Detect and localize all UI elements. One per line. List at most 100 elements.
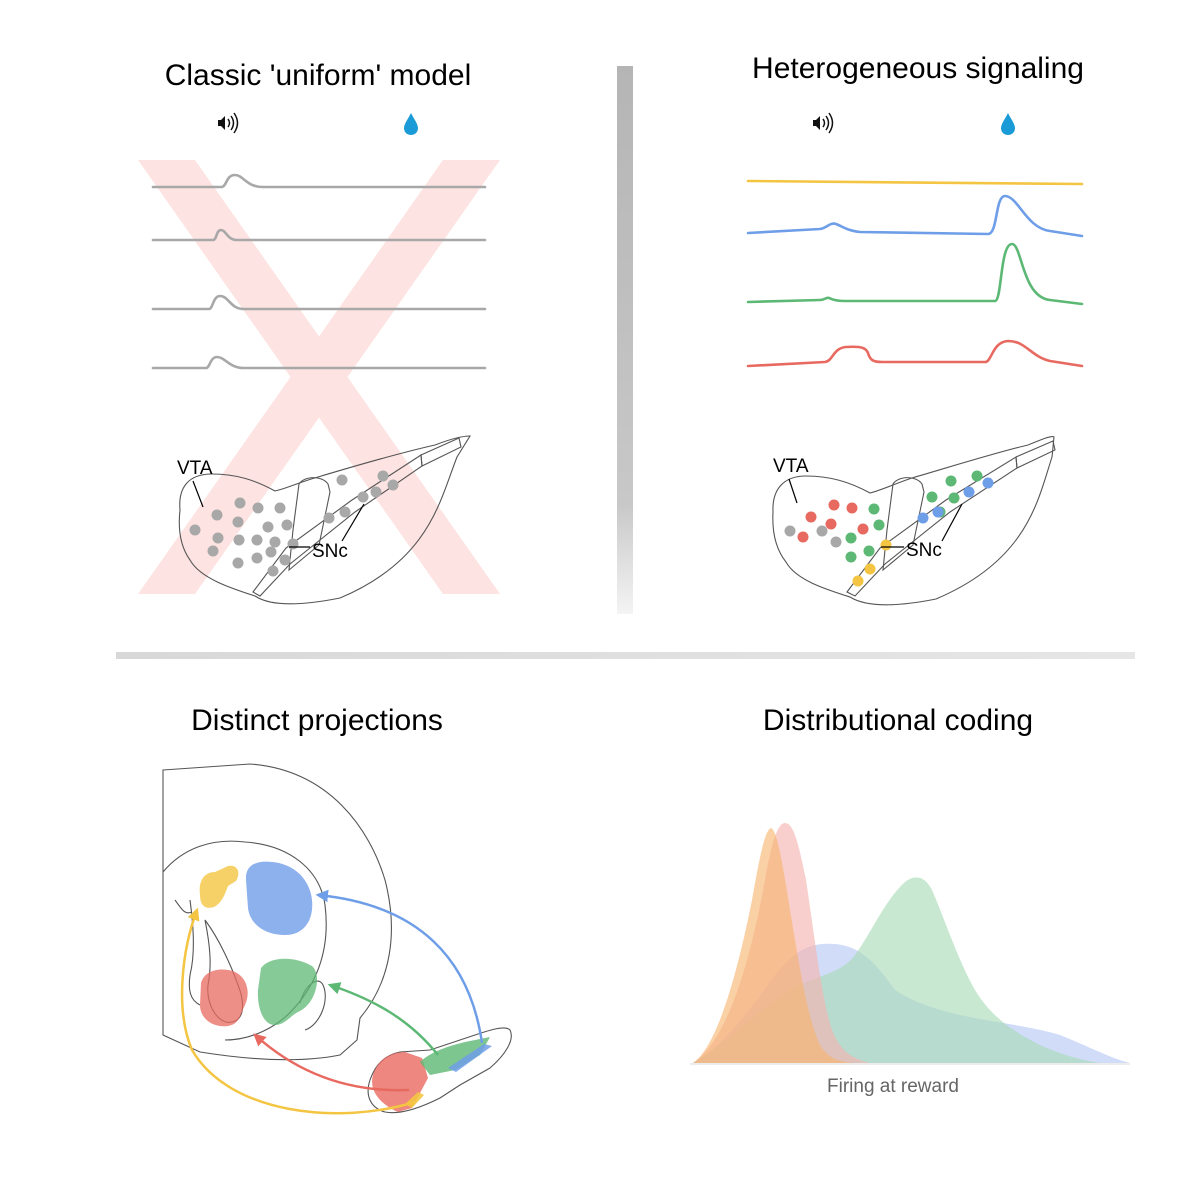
- green-neuron-dot: [845, 551, 857, 563]
- vta-label: VTA: [177, 458, 213, 479]
- heterogeneous-traces: [746, 179, 1084, 368]
- yellow-neuron-dot: [880, 539, 892, 551]
- yellow-neuron-dot: [864, 563, 876, 575]
- red-trace: [746, 339, 1084, 368]
- red-neuron-dot: [805, 511, 817, 523]
- green-neuron-dot: [873, 519, 885, 531]
- panel-heterogeneous: Heterogeneous signaling: [746, 52, 1084, 606]
- green-target-region: [257, 958, 318, 1025]
- neuron-dot: [279, 554, 291, 566]
- green-neuron-dot: [845, 532, 857, 544]
- green-neuron-dot: [948, 492, 960, 504]
- speaker-icon: [812, 112, 834, 134]
- yellow-projection-arrow: [180, 907, 416, 1115]
- vta-pointer: [192, 480, 204, 508]
- uniform-traces: [151, 173, 487, 370]
- blue-neuron-dot: [963, 486, 975, 498]
- horizontal-divider: [116, 652, 1135, 659]
- vta-pointer: [788, 478, 798, 504]
- water-drop-icon: [1001, 113, 1015, 135]
- uniform-trace: [151, 173, 487, 189]
- red-neuron-dot: [825, 518, 837, 530]
- neuron-dot: [387, 479, 399, 491]
- neuron-dot: [211, 509, 223, 521]
- vta-label: VTA: [773, 456, 809, 477]
- heterogeneous-title: Heterogeneous signaling: [752, 52, 1084, 85]
- blue-projection-arrow: [315, 889, 484, 1044]
- neuron-dot: [233, 534, 245, 546]
- panel-distributional: Distributional coding Firing at reward: [690, 704, 1130, 1097]
- blue-neuron-dot: [932, 506, 944, 518]
- red-target-region: [200, 969, 248, 1027]
- projections-title: Distinct projections: [191, 704, 443, 737]
- neuron-dot: [251, 552, 263, 564]
- neuron-dot: [212, 532, 224, 544]
- red-neuron-dot: [797, 531, 809, 543]
- snc-pointer: [941, 503, 963, 542]
- yellow-target-region: [199, 865, 239, 908]
- distributional-title: Distributional coding: [763, 704, 1033, 737]
- neuron-dot: [336, 474, 348, 486]
- midbrain-outline-uniform: [178, 435, 471, 605]
- gray-neuron-dot: [784, 525, 796, 537]
- neuron-dot: [377, 470, 389, 482]
- neuron-dot: [232, 516, 244, 528]
- green-neuron-dot: [945, 475, 957, 487]
- neuron-dot: [234, 497, 246, 509]
- green-source-region: [420, 1037, 490, 1075]
- snc-label: SNc: [312, 541, 348, 562]
- heterogeneous-neuron-dots: [784, 470, 994, 587]
- red-source-region: [372, 1052, 428, 1112]
- neuron-dot: [251, 534, 263, 546]
- red-neuron-dot: [846, 502, 858, 514]
- neuron-dot: [269, 536, 281, 548]
- orange-distribution: [693, 828, 855, 1063]
- distribution-curves: [693, 823, 1130, 1063]
- neuron-dot: [357, 491, 369, 503]
- blue-neuron-dot: [982, 477, 994, 489]
- green-neuron-dot: [971, 470, 983, 482]
- neuron-dot: [189, 524, 201, 536]
- neuron-dot: [267, 565, 279, 577]
- gray-neuron-dot: [830, 536, 842, 548]
- red-neuron-dot: [857, 523, 869, 535]
- green-neuron-dot: [868, 503, 880, 515]
- cross-mark: [138, 160, 500, 594]
- snc-pointer: [341, 503, 365, 542]
- neuron-dot: [252, 502, 264, 514]
- speaker-icon: [217, 112, 239, 134]
- midbrain-outline-heterogeneous: [772, 436, 1056, 606]
- snc-label: SNc: [906, 540, 942, 561]
- blue-trace: [746, 194, 1084, 238]
- red-neuron-dot: [828, 499, 840, 511]
- panel-projections: Distinct projections: [162, 704, 512, 1115]
- neuron-dot: [265, 546, 277, 558]
- blue-target-region: [245, 861, 313, 935]
- green-neuron-dot: [863, 545, 875, 557]
- water-drop-icon: [404, 113, 418, 135]
- uniform-trace: [151, 294, 487, 311]
- blue-source-region: [448, 1044, 492, 1072]
- neuron-dot: [287, 538, 299, 550]
- neuron-dot: [323, 512, 335, 524]
- neuron-dot: [370, 486, 382, 498]
- yellow-trace: [746, 179, 1084, 186]
- green-neuron-dot: [926, 491, 938, 503]
- vertical-divider: [617, 66, 633, 614]
- neuron-dot: [232, 557, 244, 569]
- neuron-dot: [262, 521, 274, 533]
- neuron-dot: [274, 502, 286, 514]
- uniform-title: Classic 'uniform' model: [165, 59, 472, 92]
- neuron-dot: [339, 506, 351, 518]
- neuron-dot: [207, 545, 219, 557]
- x-axis-label: Firing at reward: [827, 1076, 959, 1097]
- blue-neuron-dot: [917, 512, 929, 524]
- red-projection-arrow: [253, 1033, 410, 1092]
- yellow-neuron-dot: [852, 575, 864, 587]
- gray-neuron-dot: [816, 525, 828, 537]
- green-projection-arrow: [327, 982, 439, 1056]
- neuron-dot: [281, 519, 293, 531]
- uniform-trace: [151, 228, 487, 242]
- green-trace: [746, 242, 1084, 306]
